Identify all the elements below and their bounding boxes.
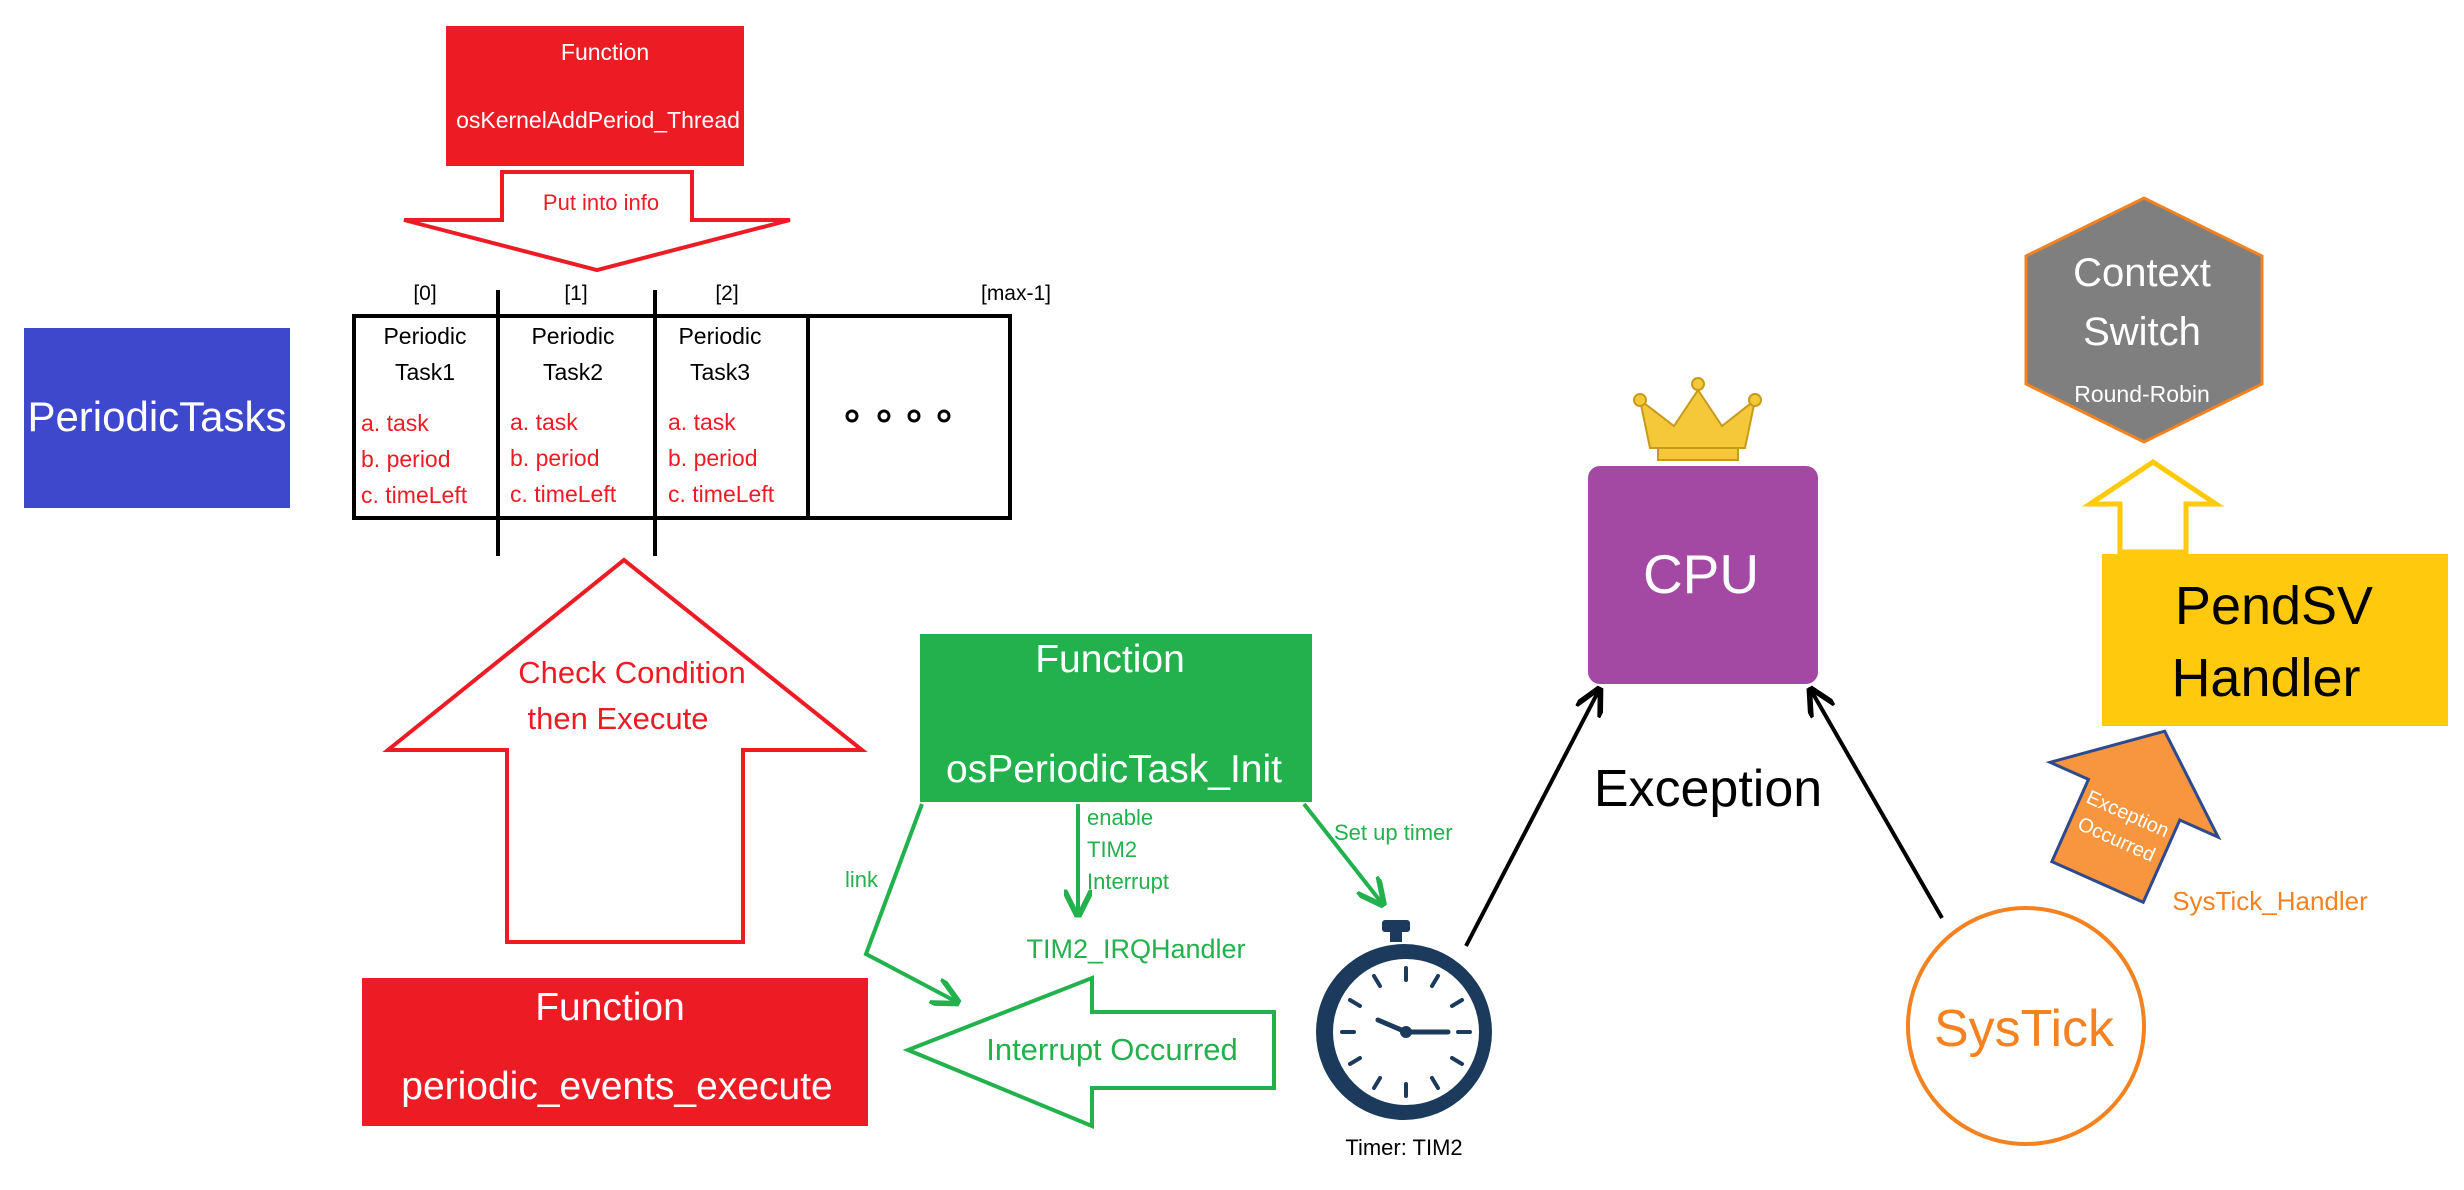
cell1-title-line1: Periodic	[383, 323, 466, 349]
cell2-title-line2: Task2	[543, 359, 603, 385]
timer-to-cpu-arrow	[1464, 692, 1598, 947]
array-cell-task2: Periodic Task2 a. task b. period c. time…	[510, 323, 617, 507]
array-index-2: [2]	[715, 282, 738, 305]
periodic-task-array: [0] [1] [2] [max-1] Periodic Task1 a. ta…	[352, 282, 1051, 556]
init-arrows: link enable TIM2 Interrupt Set up timer	[845, 802, 1453, 1001]
pendsv-handler-box: PendSV Handler	[2102, 554, 2448, 726]
irq-handler-label: TIM2_IRQHandler	[1026, 934, 1245, 964]
cell2-field-period: b. period	[510, 445, 600, 471]
check-condition-arrow: Check Condition then Execute	[382, 557, 868, 944]
setup-timer-arrow	[1302, 802, 1381, 902]
context-switch-line1: Context	[2073, 251, 2211, 295]
init-function-box: Function osPeriodicTask_Init	[920, 634, 1312, 802]
cell2-field-task: a. task	[510, 409, 578, 435]
array-ellipsis	[845, 409, 951, 423]
link-label: link	[845, 867, 879, 892]
pendsv-line2: Handler	[2171, 648, 2360, 708]
execute-function-box: Function periodic_events_execute	[362, 978, 868, 1126]
timer-stopwatch-icon	[1316, 920, 1492, 1120]
array-cell-task1: Periodic Task1 a. task b. period c. time…	[361, 323, 468, 508]
context-switch-sub: Round-Robin	[2074, 381, 2210, 407]
cpu-box: CPU	[1588, 466, 1818, 684]
cell1-field-timeleft: c. timeLeft	[361, 482, 468, 508]
context-switch-line2: Switch	[2083, 310, 2201, 354]
periodic-tasks-label: PeriodicTasks	[27, 393, 286, 440]
check-condition-line2: then Execute	[528, 701, 709, 736]
cell1-title-line2: Task1	[395, 359, 455, 385]
timer-label: Timer: TIM2	[1345, 1135, 1462, 1160]
enable-label-line3: Interrupt	[1087, 869, 1169, 894]
add-thread-function-box: Function osKernelAddPeriod_Thread	[446, 26, 744, 166]
array-index-0: [0]	[413, 282, 436, 305]
pendsv-line1: PendSV	[2175, 576, 2373, 636]
systick-handler-label: SysTick_Handler	[2172, 886, 2368, 916]
systick-label: SysTick	[1934, 1000, 2115, 1058]
cell3-title-line2: Task3	[690, 359, 750, 385]
cell1-field-task: a. task	[361, 410, 429, 436]
array-outline	[352, 314, 1012, 520]
pendsv-to-context-arrow	[2081, 458, 2225, 555]
check-condition-line1: Check Condition	[518, 655, 745, 690]
cell3-field-period: b. period	[668, 445, 758, 471]
cell2-field-timeleft: c. timeLeft	[510, 481, 617, 507]
cpu-crown-icon	[1633, 377, 1762, 461]
cpu-label: CPU	[1643, 543, 1759, 605]
exception-occurred-arrow: Exception Occurred	[2045, 729, 2222, 905]
array-cell-task3: Periodic Task3 a. task b. period c. time…	[668, 323, 775, 507]
periodic-tasks-box: PeriodicTasks	[24, 328, 290, 508]
cell3-field-task: a. task	[668, 409, 736, 435]
systick-circle: SysTick	[1906, 906, 2146, 1146]
cell1-field-period: b. period	[361, 446, 451, 472]
add-thread-box-title: Function	[561, 39, 649, 65]
cell3-title-line1: Periodic	[678, 323, 761, 349]
cell2-title-line1: Periodic	[531, 323, 614, 349]
cell3-field-timeleft: c. timeLeft	[668, 481, 775, 507]
interrupt-occurred-label: Interrupt Occurred	[986, 1032, 1238, 1067]
init-box-name: osPeriodicTask_Init	[946, 748, 1282, 791]
execute-box-title: Function	[535, 986, 685, 1029]
array-index-max: [max-1]	[981, 282, 1051, 305]
put-into-info-label: Put into info	[543, 190, 659, 215]
put-into-info-arrow: Put into info	[403, 170, 791, 273]
exception-label: Exception	[1594, 760, 1822, 818]
interrupt-occurred-arrow: Interrupt Occurred	[902, 975, 1276, 1129]
link-arrow	[863, 803, 955, 1001]
enable-label-line1: enable	[1087, 805, 1153, 830]
init-box-title: Function	[1035, 638, 1185, 681]
enable-label-line2: TIM2	[1087, 837, 1137, 862]
array-index-1: [1]	[564, 282, 587, 305]
add-thread-box-name: osKernelAddPeriod_Thread	[456, 107, 740, 133]
context-switch-hexagon: Context Switch Round-Robin	[2024, 196, 2264, 444]
systick-to-cpu-arrow	[1812, 692, 1944, 919]
execute-box-name: periodic_events_execute	[401, 1065, 832, 1108]
setup-timer-label: Set up timer	[1334, 820, 1453, 845]
